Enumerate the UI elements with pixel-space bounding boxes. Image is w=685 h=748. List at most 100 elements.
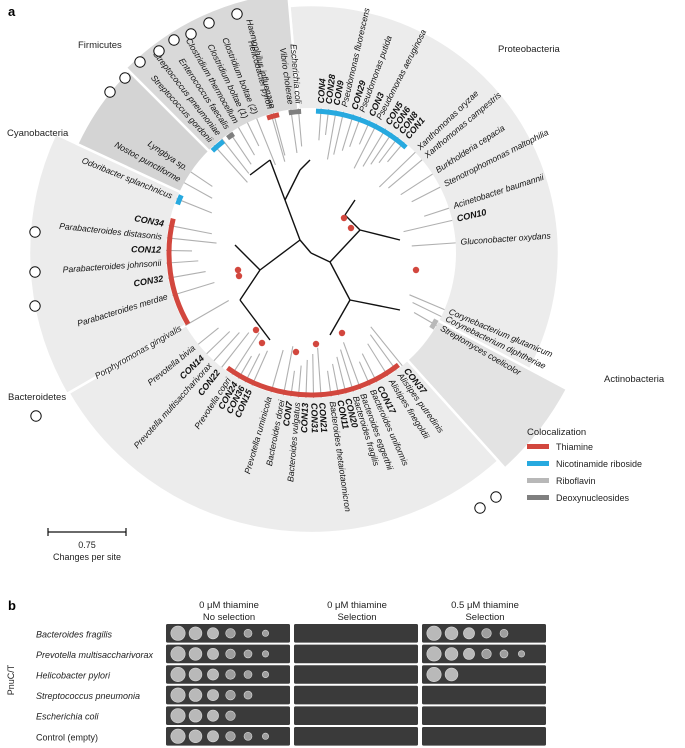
internal-branch [284,199,301,241]
colony-spot [261,629,269,637]
internal-branch [234,244,261,271]
outer-markers [29,8,502,514]
colony-spot [188,667,203,682]
scale-bar-unit: Changes per site [53,552,121,562]
arc-nicotinamide-odoribacter [175,194,184,206]
colony-spot [499,649,509,659]
colony-spot [463,627,475,640]
leaf-branch [238,127,255,156]
arc-nicotinamide-proteobacteria [315,108,408,150]
colony-spot [188,708,203,723]
leaf-branch [317,347,322,398]
plate-lane [422,706,546,725]
leaf-branch [353,123,378,169]
internal-branch [259,239,301,271]
colocalization-arcs [166,108,439,398]
leaf-branch [333,111,345,155]
colony-spot [207,668,219,681]
y-axis-label: PnuC/T [6,664,16,695]
colony-spot [426,625,442,641]
tip-label: CON12 [131,244,161,255]
leaf-branch [185,300,230,326]
leaf-branch [369,334,397,371]
legend-title: Colocalization [527,427,586,438]
colony-spot [426,646,442,662]
plate-lane [422,727,546,746]
panel-a-label: a [8,4,16,19]
outer-marker-circle [168,34,180,46]
colony-spot [463,648,475,660]
colony-spot [517,650,525,658]
leaf-branch [172,282,215,296]
outer-marker-circle [134,56,146,68]
row-label: Prevotella multisaccharivorax [36,650,154,660]
row-label: Bacteroides fragilis [36,629,113,639]
colony-spot [261,670,269,678]
internal-branch [239,299,271,341]
leaf-branch [221,332,250,368]
colony-spot [261,650,269,658]
scale-bar: 0.75 Changes per site [47,528,127,562]
leaf-branch [341,114,354,151]
colony-spot [481,648,492,660]
colony-spot [170,625,186,641]
clade-label-proteobacteria: Proteobacteria [498,44,561,55]
node-marker [235,272,243,280]
leaf-branch [206,331,231,355]
tip-label: CON9 [332,80,346,106]
internal-branch [359,229,401,241]
outer-marker-circle [29,300,41,312]
row-label: Helicobacter pylori [36,671,111,681]
colony-spot [188,729,203,743]
arc-thiamine-helicobacter [266,112,280,121]
internal-branch [329,229,361,263]
colony-spot [444,626,459,640]
legend: Colocalization Thiamine Nicotinamide rib… [527,427,642,503]
row-label: Control (empty) [36,732,98,742]
plate-lane [294,706,418,725]
column-1-line2: No selection [203,612,255,623]
leaf-branch [251,350,268,386]
legend-swatch-deoxynucleosides [527,495,549,500]
tip-label: CON7 [281,400,295,427]
leaf-branch [388,159,423,189]
node-marker [340,214,348,222]
leaf-branch [168,271,206,279]
colony-spot [444,667,459,682]
leaf-branch [166,237,217,244]
node-marker [312,340,320,348]
tip-label: CON21 [317,402,329,433]
outer-marker-circle [29,266,41,278]
row-label: Escherichia coli [36,712,100,722]
leaf-branch [312,353,315,398]
internal-branch [299,239,312,254]
internal-branch [310,252,331,263]
node-marker [258,339,266,347]
leaf-branch [197,327,219,345]
outer-marker-circle [104,86,116,98]
colony-spot [481,628,492,639]
internal-branch [239,269,261,301]
outer-marker-circle [119,72,131,84]
tip-label: CON4 [316,78,328,104]
outer-marker-circle [474,502,486,514]
colony-spot [243,649,253,659]
tip-label: CON28 [324,74,338,105]
colony-spot [426,666,442,682]
legend-label-thiamine: Thiamine [556,442,593,452]
internal-branch [349,299,401,311]
leaf-branch [183,182,213,199]
scale-bar-value: 0.75 [78,540,96,550]
colony-spot [170,687,186,703]
node-marker [292,348,300,356]
colony-spot [188,688,203,702]
tree-branches [166,108,456,398]
leaf-branch [411,186,441,203]
plate-lane [422,685,546,705]
leaf-branch [229,132,252,165]
colony-spot [243,731,253,741]
leaf-branch [231,332,260,375]
leaf-branch [221,138,250,174]
